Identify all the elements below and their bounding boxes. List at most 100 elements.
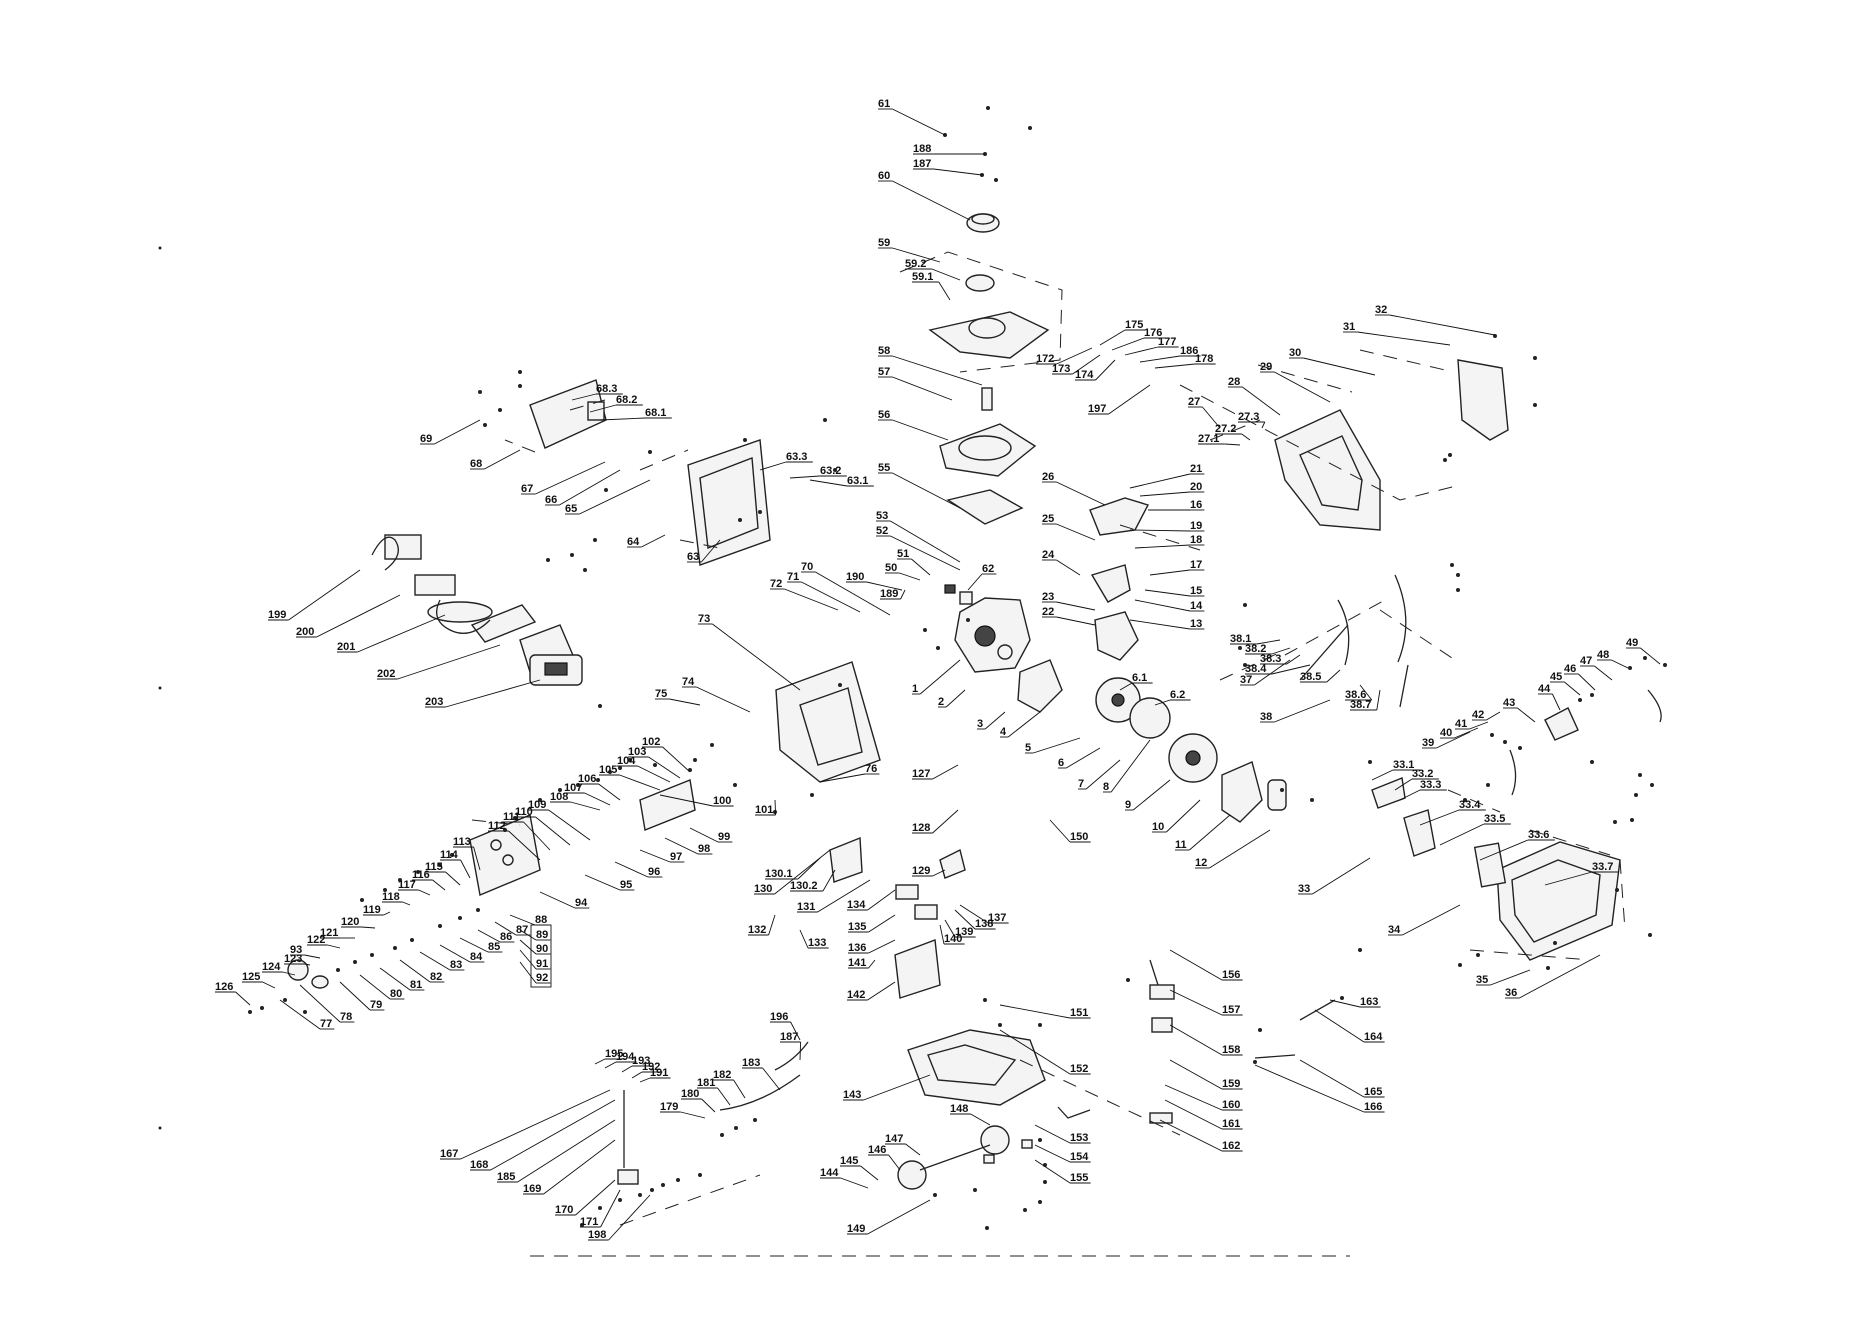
callout-number: 68.2 [616,394,637,406]
callout-number: 105 [599,764,617,776]
callout-38-1: 38.1 [1230,633,1281,645]
leader-line [432,879,446,891]
leader-line [1149,569,1191,576]
leader-line [445,679,541,708]
callout-114: 114 [440,849,471,879]
callout-number: 129 [912,865,930,877]
callout-number: 27.1 [1198,433,1219,445]
callout-33-7: 33.7 [1544,861,1619,886]
callout-number: 29 [1260,361,1272,373]
callout-number: 158 [1222,1044,1240,1056]
leader-line [784,588,839,611]
callout-180: 180 [681,1088,716,1113]
callout-number: 38.5 [1300,671,1321,683]
callout-number: 156 [1222,969,1240,981]
leader-line [733,1079,746,1099]
callout-number: 57 [878,366,890,378]
leader-line [594,1058,606,1065]
leader-line [1611,659,1629,669]
leader-line [1286,654,1301,665]
callout-number: 68.3 [596,383,617,395]
callout-78: 78 [299,984,355,1023]
callout-199: 199 [268,569,361,621]
leader-line [1154,699,1171,706]
leader-line [1578,673,1596,691]
leader-line [905,1143,921,1156]
callout-169: 169 [523,1139,616,1195]
callout-18: 18 [1134,534,1205,549]
callout-59: 59 [878,237,941,263]
leader-line [1119,682,1133,691]
callout-number: 124 [262,961,281,973]
leader-line [939,924,945,945]
callout-33-4: 33.4 [1419,799,1486,826]
leader-line [359,974,391,1000]
callout-number: 74 [682,676,695,688]
leader-line [1124,346,1159,356]
callout-number: 143 [843,1089,861,1101]
callout-4: 4 [1000,711,1041,738]
callout-number: 192 [642,1061,660,1073]
leader-line [1359,684,1373,701]
leader-line [1056,601,1096,611]
callout-174: 174 [1075,359,1116,381]
callout-number: 59.1 [912,271,933,283]
callout-number: 91 [536,958,548,970]
callout-130-2: 130.2 [790,869,836,892]
callout-112: 112 [488,820,541,861]
callout-192: 192 [631,1061,663,1079]
callout-122: 122 [307,934,341,949]
callout-number: 118 [382,891,400,903]
leader-line [1640,647,1661,665]
callout-number: 19 [1190,520,1202,532]
callout-number: 59.2 [905,258,926,270]
callout-72: 72 [770,578,839,611]
leader-line [1399,789,1421,801]
callout-number: 38.4 [1245,663,1267,675]
leader-line [548,809,591,841]
leader-line [680,1111,706,1119]
callout-number: 163 [1360,996,1378,1008]
callout-number: 46 [1564,663,1576,675]
leader-line [535,816,571,846]
leader-line [1134,544,1191,549]
callout-number: 174 [1075,369,1094,381]
leader-line [604,1061,617,1069]
callout-number: 16 [1190,499,1202,511]
leader-line [1034,1159,1071,1184]
leader-line [1056,523,1096,541]
leader-line [460,1089,611,1160]
callout-38: 38 [1260,699,1331,723]
leader-line [641,534,666,548]
callout-92: 92 [519,961,551,984]
callout-141: 141 [848,957,876,969]
leader-line [614,861,649,878]
callout-number: 24 [1042,549,1055,561]
callout-90: 90 [519,939,551,955]
callout-number: 38.3 [1260,653,1281,665]
leader-line [967,573,983,591]
callout-number: 25 [1042,513,1054,525]
callout-number: 30 [1289,347,1301,359]
callout-145: 145 [840,1155,879,1181]
callout-146: 146 [868,1144,901,1171]
leader-line [1564,681,1581,696]
callout-number: 102 [642,736,660,748]
callout-163: 163 [1329,996,1381,1008]
leader-line [1274,699,1331,723]
callout-99: 99 [689,827,733,843]
callout-number: 114 [440,849,459,861]
callout-166: 166 [1254,1064,1385,1113]
callout-104: 104 [617,755,671,783]
callout-number: 168 [470,1159,488,1171]
callout-number: 134 [847,899,866,911]
callout-101: 101 [755,799,777,816]
callout-10: 10 [1152,799,1201,833]
leader-line [639,1077,651,1083]
callout-number: 202 [377,668,395,680]
callout-number: 130.2 [790,880,818,892]
callout-49: 49 [1626,637,1661,665]
callout-187: 187 [913,158,983,176]
